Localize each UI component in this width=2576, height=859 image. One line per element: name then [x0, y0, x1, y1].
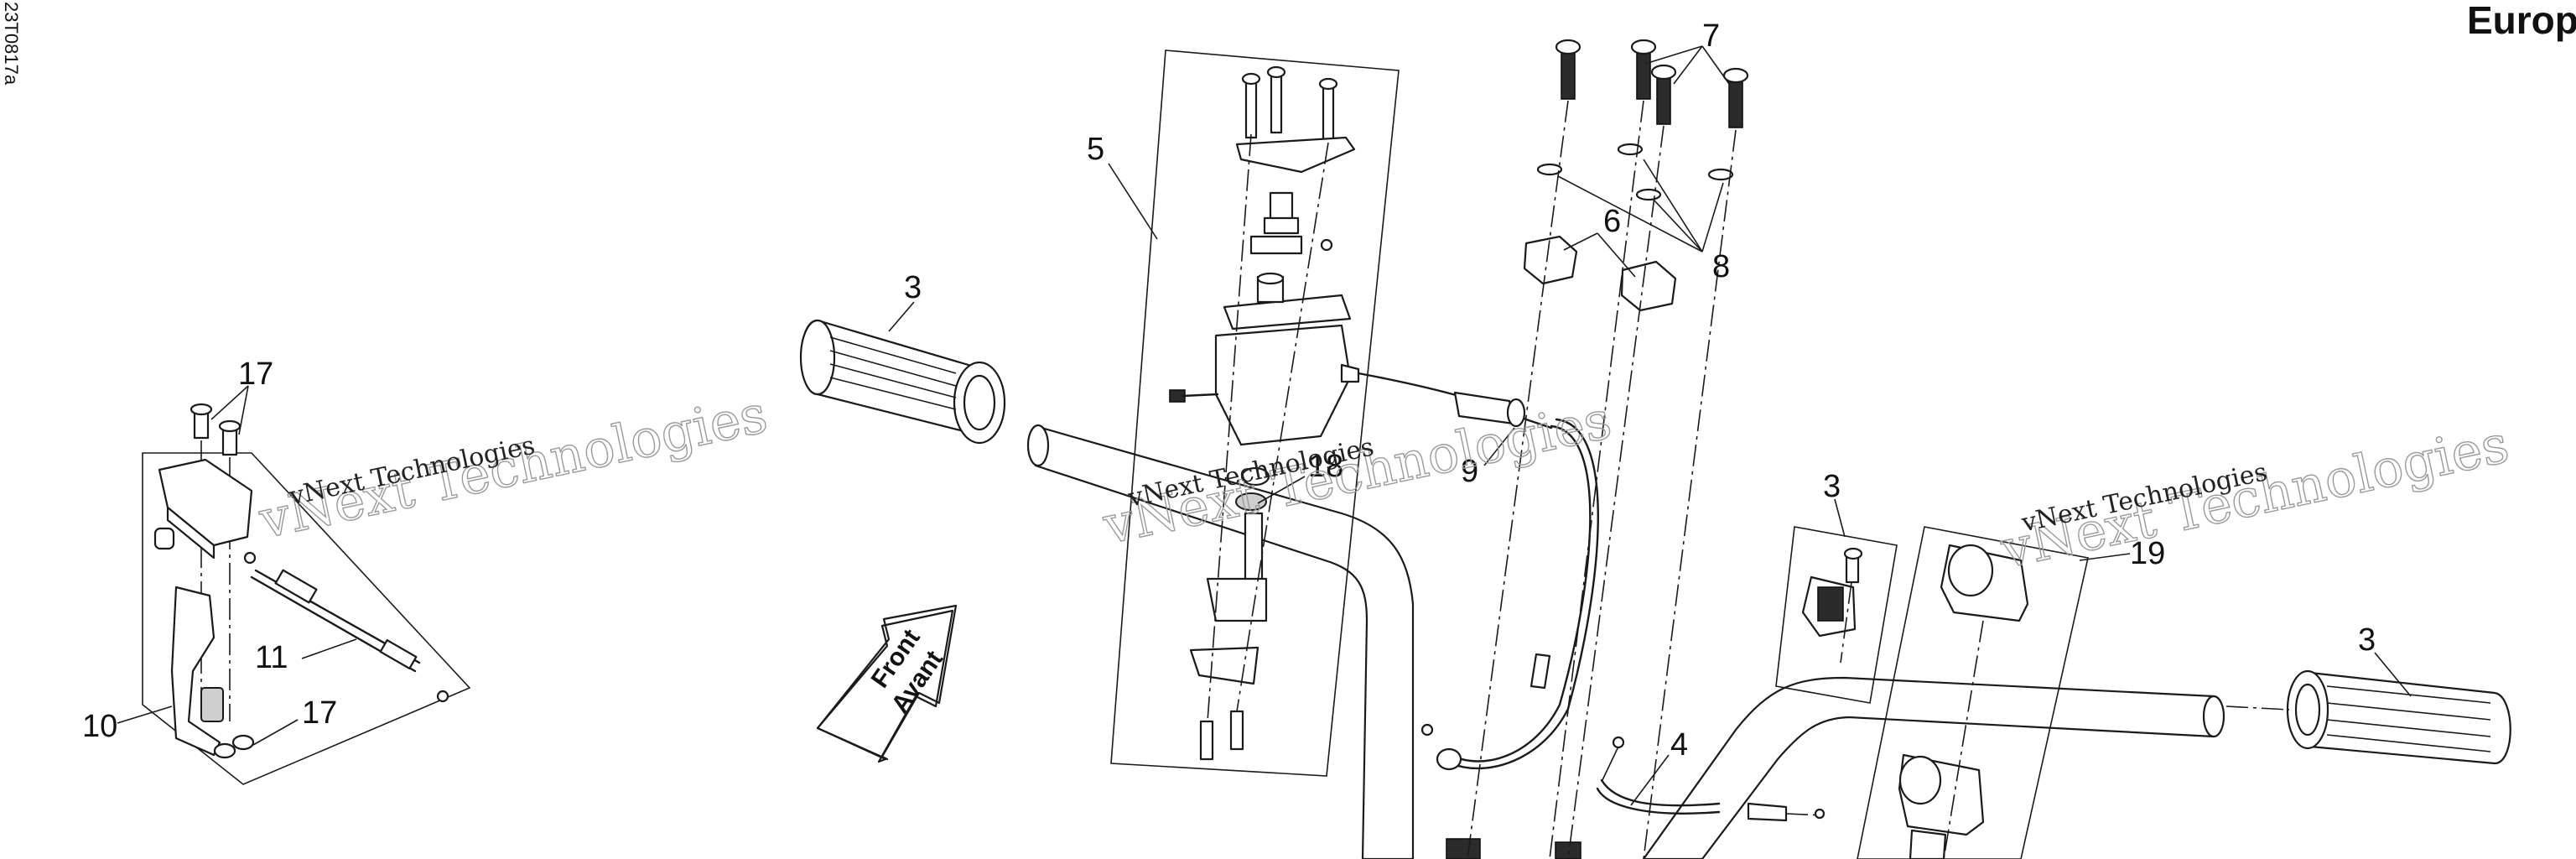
callout-18: 18	[1308, 449, 1343, 484]
callout-3-mid: 3	[1823, 469, 1841, 504]
watermark-left-outline: vNext Technologies	[253, 383, 772, 551]
callout-8: 8	[1712, 249, 1730, 284]
clamp-6-left	[1523, 235, 1578, 285]
callout-11: 11	[255, 640, 288, 675]
throttle-cable-9	[1420, 418, 1599, 771]
right-switch-assembly	[1775, 526, 1898, 704]
grip-left	[799, 319, 1006, 445]
clamp	[1189, 646, 1259, 685]
assembly-frame-19	[1857, 526, 2089, 859]
callout-6: 6	[1603, 204, 1621, 239]
right-housing-assembly	[1857, 526, 2089, 859]
callout-10: 10	[82, 709, 117, 744]
callout-7: 7	[1702, 18, 1720, 54]
cable-4	[1596, 736, 1826, 822]
callout-4: 4	[1670, 727, 1688, 763]
watermark-right: vNext Technologies vNext Technologies	[1995, 413, 2515, 581]
callout-5: 5	[1087, 132, 1104, 167]
throttle-lever	[170, 586, 221, 757]
assembly-frame-switch	[1775, 526, 1898, 704]
handlebar	[1026, 424, 2225, 859]
callout-17-top: 17	[238, 357, 273, 392]
assembly-frame-5	[1110, 49, 1400, 777]
throttle-lever-assembly	[117, 385, 471, 785]
callout-3-left: 3	[904, 270, 922, 305]
lever-bracket	[1206, 577, 1268, 622]
clamp-6-right	[1620, 260, 1677, 312]
front-direction-arrow: Front Avant	[816, 604, 958, 763]
watermark-left: vNext Technologies vNext Technologies	[253, 383, 773, 551]
grip-right	[2225, 669, 2511, 765]
handlebar-left-section	[1034, 424, 1415, 859]
reservoir-cap	[1235, 136, 1356, 174]
reference-code: 23T0817a	[1, 2, 22, 86]
callout-19: 19	[2130, 536, 2165, 571]
handlebar-clamp-hardware	[1467, 39, 1749, 859]
page-title: Europ	[2467, 0, 2576, 42]
master-cylinder-assembly	[1110, 49, 1553, 777]
reservoir-gasket	[1223, 294, 1352, 331]
callout-9: 9	[1461, 454, 1478, 489]
watermark-right-outline: vNext Technologies	[1995, 413, 2514, 580]
callout-17-bottom: 17	[302, 695, 337, 731]
callout-3-right: 3	[2358, 622, 2376, 658]
